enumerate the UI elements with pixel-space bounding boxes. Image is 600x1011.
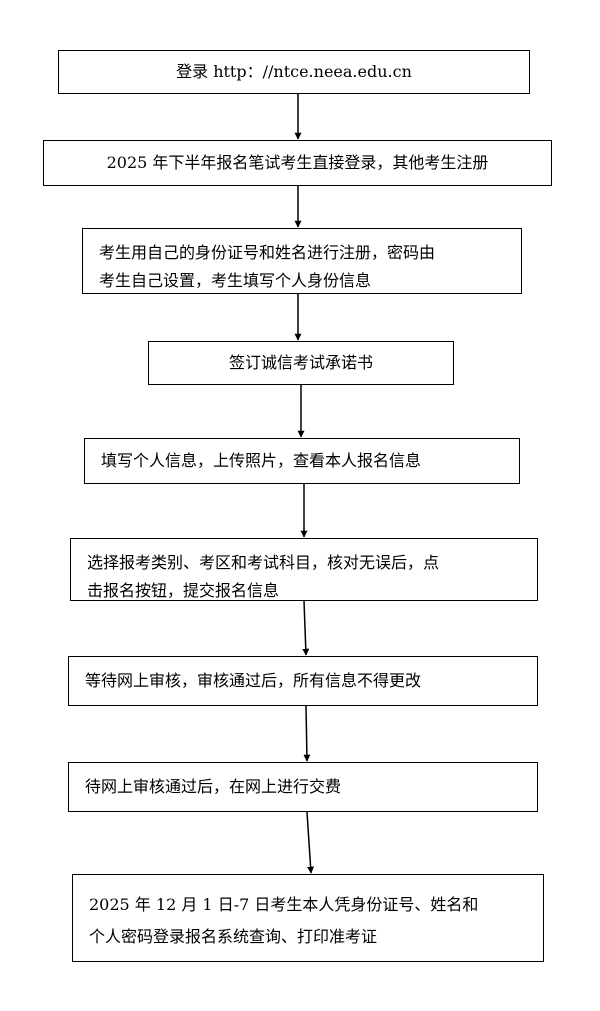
step-9-box: 2025 年 12 月 1 日-7 日考生本人凭身份证号、姓名和 个人密码登录报…	[72, 874, 544, 962]
step-3-box: 考生用自己的身份证号和姓名进行注册，密码由 考生自己设置，考生填写个人身份信息	[82, 228, 522, 294]
step-7-box: 等待网上审核，审核通过后，所有信息不得更改	[68, 656, 538, 706]
step-6-text-line-2: 击报名按钮，提交报名信息	[87, 581, 280, 600]
step-3-text-line-1: 考生用自己的身份证号和姓名进行注册，密码由	[99, 243, 436, 262]
step-9-text-line-1: 2025 年 12 月 1 日-7 日考生本人凭身份证号、姓名和	[89, 895, 479, 914]
step-2-text: 2025 年下半年报名笔试考生直接登录，其他考生注册	[106, 153, 489, 172]
step-6-box: 选择报考类别、考区和考试科目，核对无误后，点 击报名按钮，提交报名信息	[70, 538, 538, 601]
step-8-box: 待网上审核通过后，在网上进行交费	[68, 762, 538, 812]
step-3-text-line-2: 考生自己设置，考生填写个人身份信息	[99, 271, 372, 290]
step-1-box: 登录 http：//ntce.neea.edu.cn	[58, 50, 530, 94]
step-1-text: 登录 http：//ntce.neea.edu.cn	[176, 62, 412, 81]
arrow-7	[303, 705, 311, 762]
step-9-text-line-2: 个人密码登录报名系统查询、打印准考证	[89, 927, 378, 946]
step-5-box: 填写个人信息，上传照片，查看本人报名信息	[84, 438, 520, 484]
step-4-box: 签订诚信考试承诺书	[148, 341, 454, 385]
step-2-box: 2025 年下半年报名笔试考生直接登录，其他考生注册	[43, 140, 552, 186]
step-5-text: 填写个人信息，上传照片，查看本人报名信息	[101, 451, 422, 470]
step-8-text: 待网上审核通过后，在网上进行交费	[85, 777, 342, 796]
arrow-8	[306, 811, 315, 874]
step-7-text: 等待网上审核，审核通过后，所有信息不得更改	[85, 671, 422, 690]
arrow-6	[302, 600, 310, 656]
step-6-text-line-1: 选择报考类别、考区和考试科目，核对无误后，点	[87, 553, 440, 572]
step-4-text: 签订诚信考试承诺书	[228, 353, 373, 372]
